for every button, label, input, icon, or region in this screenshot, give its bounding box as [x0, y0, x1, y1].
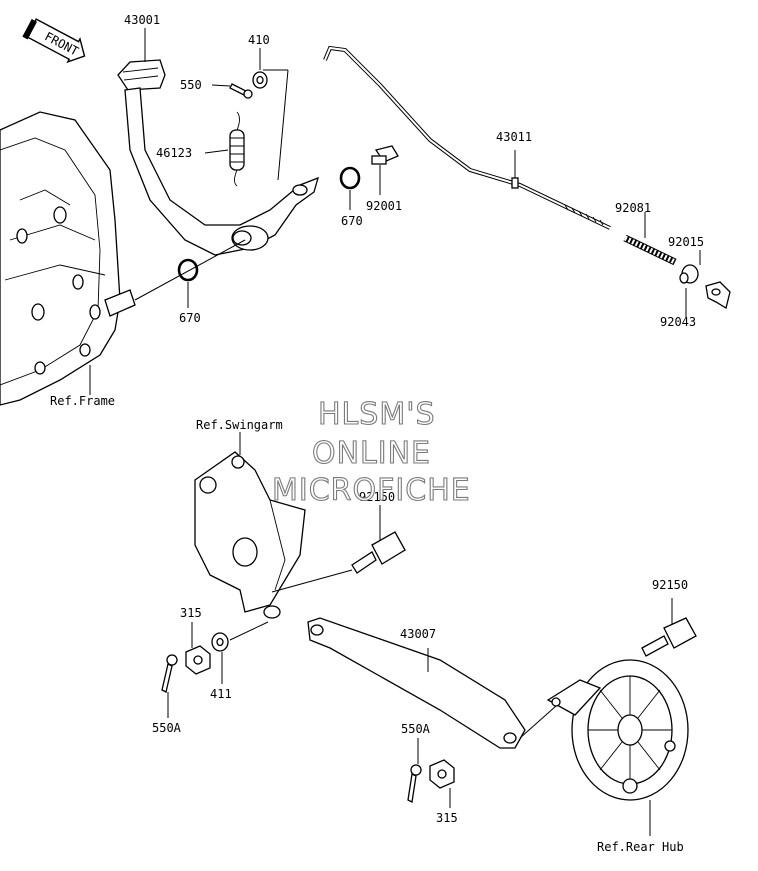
- label-92043: 92043: [660, 315, 696, 329]
- label-411: 411: [210, 687, 232, 701]
- frame-reference: [0, 111, 136, 406]
- watermark-line1: HLSM'S: [318, 397, 436, 432]
- bolt-92001[interactable]: [371, 145, 399, 165]
- label-43001: 43001: [124, 13, 160, 27]
- brake-pedal[interactable]: [117, 59, 319, 256]
- label-46123: 46123: [156, 146, 192, 160]
- washer-410[interactable]: [252, 71, 268, 89]
- wing-nut-92015[interactable]: [705, 281, 731, 310]
- label-92015: 92015: [668, 235, 704, 249]
- label-550a-left: 550A: [152, 721, 182, 735]
- leader-lines: [89, 28, 701, 836]
- washer-411[interactable]: [211, 632, 229, 652]
- nut-315-right[interactable]: [429, 759, 455, 789]
- label-315-right: 315: [436, 811, 458, 825]
- label-92150-lower: 92150: [652, 578, 688, 592]
- label-550: 550: [180, 78, 202, 92]
- rear-hub-reference: [546, 659, 689, 801]
- bolt-92150-lower[interactable]: [641, 617, 697, 657]
- label-43007: 43007: [400, 627, 436, 641]
- swingarm-reference: [194, 451, 306, 619]
- label-92081: 92081: [615, 201, 651, 215]
- front-arrow-icon: FRONT: [22, 18, 86, 64]
- return-spring[interactable]: [229, 111, 245, 187]
- label-ref-rear-hub: Ref.Rear Hub: [597, 840, 684, 854]
- rod-spring-92081[interactable]: [623, 234, 677, 266]
- label-92001: 92001: [366, 199, 402, 213]
- label-670-upper: 670: [341, 214, 363, 228]
- label-43011: 43011: [496, 130, 532, 144]
- cotter-pin-550a-right[interactable]: [407, 764, 422, 803]
- label-92150-upper: 92150: [359, 490, 395, 504]
- cotter-pin-550[interactable]: [229, 83, 253, 99]
- torque-link-43007[interactable]: [307, 617, 526, 749]
- watermark: HLSM'S ONLINE MICROFICHE: [271, 396, 471, 508]
- label-ref-frame: Ref.Frame: [50, 394, 115, 408]
- bolt-92150-upper[interactable]: [351, 531, 406, 574]
- watermark-line3: MICROFICHE: [272, 473, 471, 508]
- joint-92043[interactable]: [679, 264, 699, 284]
- o-ring-670-upper[interactable]: [339, 166, 361, 190]
- cotter-pin-550a-left[interactable]: [161, 654, 178, 693]
- nut-315-left[interactable]: [185, 645, 211, 675]
- label-550a-right: 550A: [401, 722, 431, 736]
- label-670-lower: 670: [179, 311, 201, 325]
- label-ref-swingarm: Ref.Swingarm: [196, 418, 283, 432]
- label-315-left: 315: [180, 606, 202, 620]
- label-410: 410: [248, 33, 270, 47]
- watermark-line2: ONLINE: [312, 436, 431, 471]
- o-ring-670-lower[interactable]: [177, 258, 199, 282]
